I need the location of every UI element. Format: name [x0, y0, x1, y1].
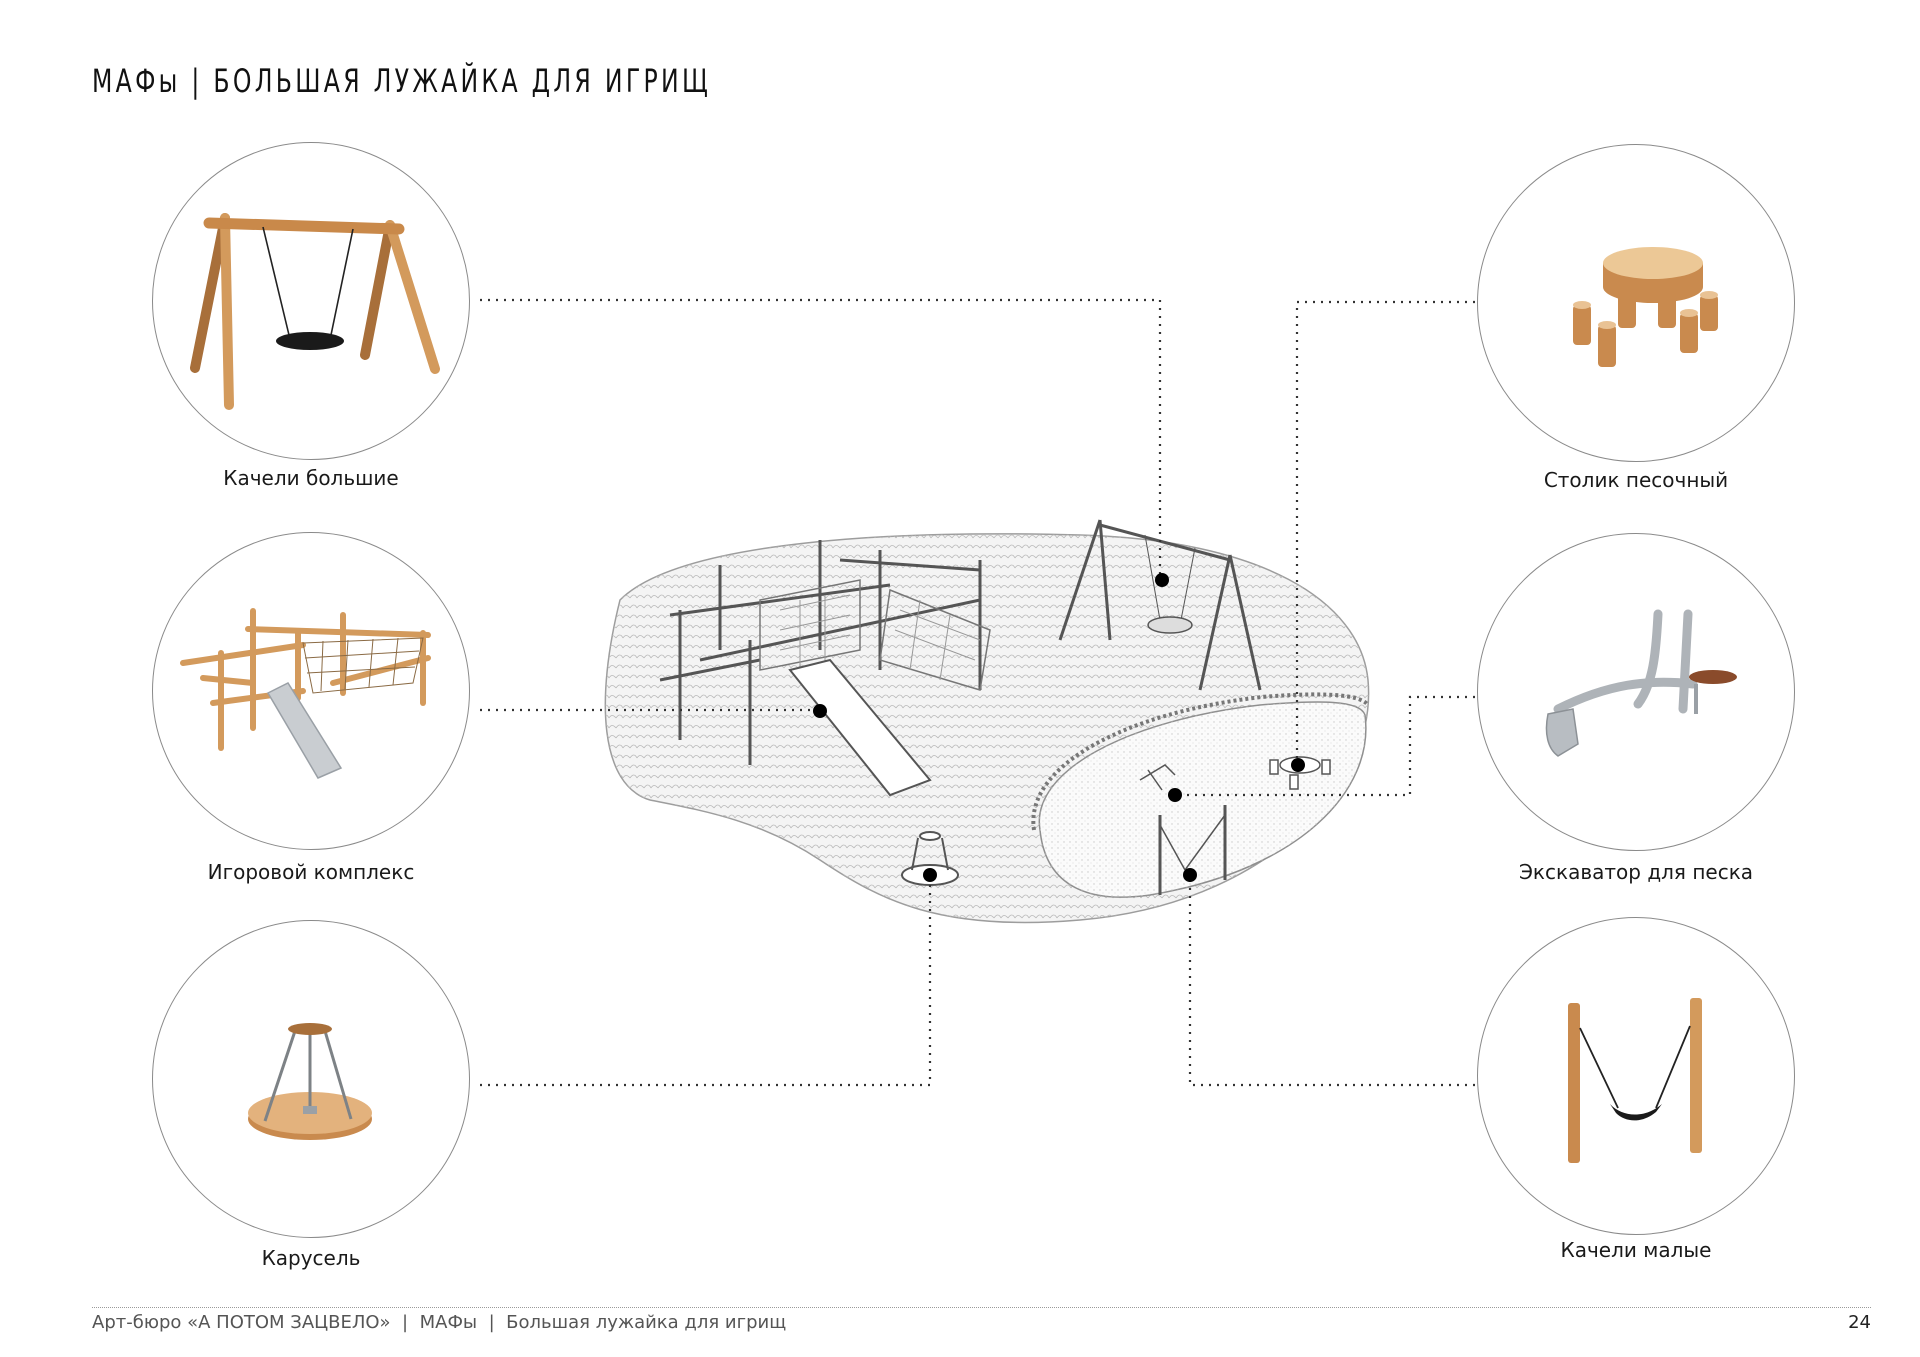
big-swings-photo	[152, 142, 470, 460]
marker-dots	[813, 573, 1305, 882]
small-swing-icon	[1568, 998, 1702, 1163]
excavator-label: Экскаватор для песка	[1518, 860, 1754, 884]
excavator-sketch	[1139, 764, 1176, 791]
play-complex-label: Игоровой комплекс	[207, 860, 415, 884]
play-complex-sketch	[659, 540, 991, 797]
footer-separator: |	[402, 1312, 409, 1333]
marker-carousel	[923, 868, 937, 882]
footer-studio: Арт-бюро «А ПОТОМ ЗАЦВЕЛО»	[92, 1312, 391, 1333]
connector-lines	[480, 298, 1475, 1087]
marker-big-swings	[1155, 573, 1169, 587]
sand-table-icon	[1573, 247, 1718, 367]
footer-section: МАФы	[419, 1312, 478, 1333]
small-swing-sketch	[1158, 805, 1227, 895]
big-swing-sketch	[1058, 519, 1262, 691]
page-number: 24	[1848, 1312, 1871, 1333]
carousel-icon	[248, 1023, 372, 1140]
sand-table-label: Столик песочный	[1543, 468, 1729, 492]
connector-small-swings	[1188, 875, 1475, 1087]
marker-sand-table	[1291, 758, 1305, 772]
connector-big-swings	[480, 298, 1162, 578]
marker-small-swings	[1183, 868, 1197, 882]
page-title: МАФы | БОЛЬШАЯ ЛУЖАЙКА ДЛЯ ИГРИЩ	[92, 62, 712, 100]
marker-play-complex	[813, 704, 827, 718]
play-complex-photo	[152, 532, 470, 850]
connector-carousel	[480, 875, 932, 1087]
connector-excavator	[1175, 695, 1475, 797]
carousel-photo	[152, 920, 470, 1238]
footer-separator: |	[488, 1312, 495, 1333]
play-complex-icon	[180, 608, 431, 779]
big-swings-label: Качели большие	[223, 466, 399, 490]
sand-excavator-icon	[1545, 609, 1737, 757]
excavator-photo	[1477, 533, 1795, 851]
footer-subsection: Большая лужайка для игрищ	[506, 1312, 787, 1333]
big-swing-icon	[190, 213, 440, 410]
footer-divider	[92, 1307, 1871, 1308]
sand-table-photo	[1477, 144, 1795, 462]
small-swings-label: Качели малые	[1560, 1238, 1712, 1262]
footer-breadcrumb: Арт-бюро «А ПОТОМ ЗАЦВЕЛО» | МАФы | Боль…	[92, 1312, 786, 1333]
small-swings-photo	[1477, 917, 1795, 1235]
marker-excavator	[1168, 788, 1182, 802]
carousel-label: Карусель	[261, 1246, 361, 1270]
connector-sand-table	[1295, 300, 1475, 765]
